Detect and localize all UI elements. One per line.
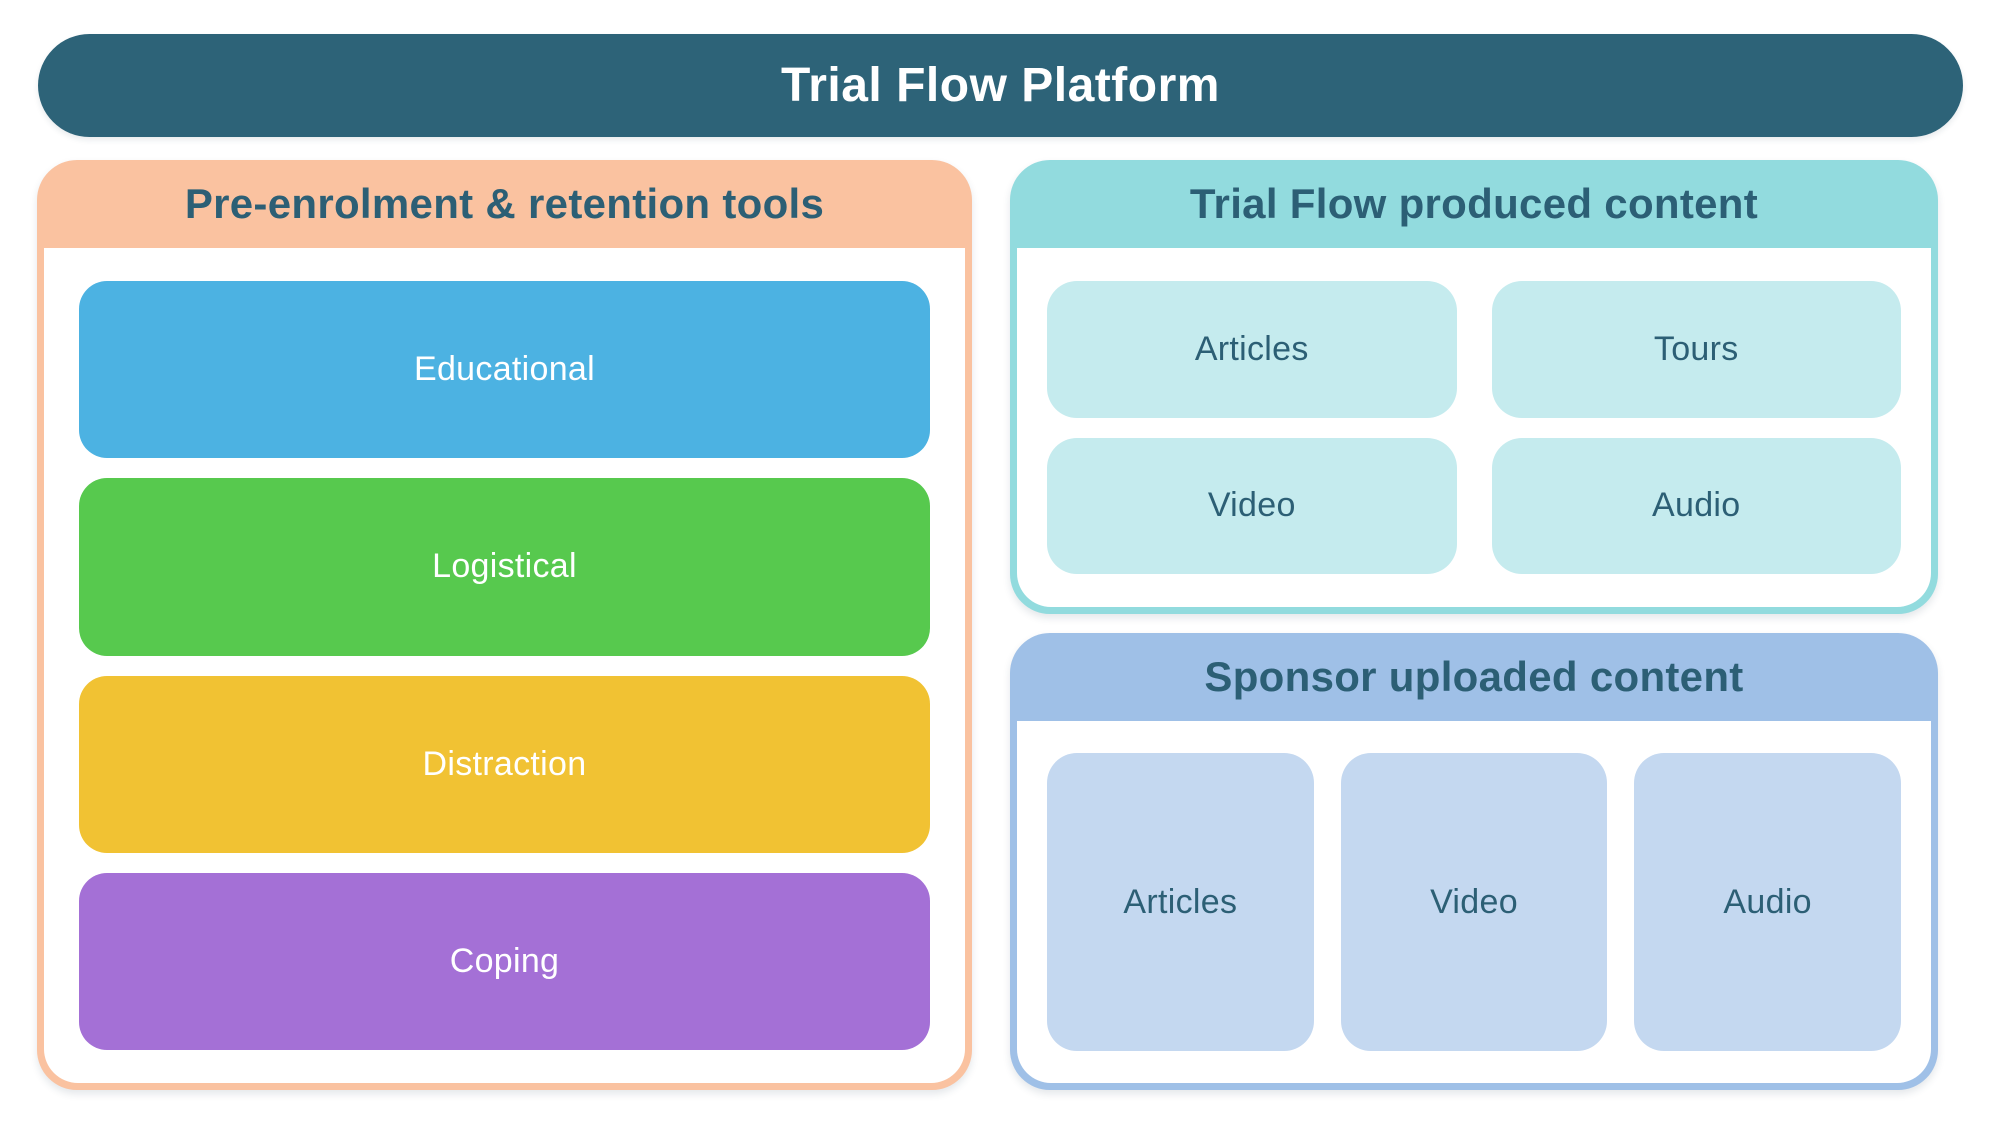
tile-sponsor-audio: Audio (1634, 753, 1901, 1051)
panel-trial-flow-content-body: Articles Tours Video Audio (1017, 248, 1931, 607)
tool-stack: Educational Logistical Distraction Copin… (44, 248, 965, 1083)
tile-label: Educational (414, 350, 595, 389)
tile-label: Audio (1723, 882, 1812, 921)
tile-tf-audio: Audio (1491, 437, 1901, 574)
panel-pre-enrolment-title: Pre-enrolment & retention tools (184, 180, 825, 227)
tile-logistical: Logistical (79, 478, 930, 656)
tile-label: Distraction (422, 744, 587, 783)
page-title: Trial Flow Platform (781, 59, 1220, 112)
panel-trial-flow-content: Trial Flow produced content Articles Tou… (1010, 160, 1938, 614)
tile-tf-tours: Tours (1491, 281, 1901, 418)
tile-sponsor-articles: Articles (1047, 753, 1314, 1051)
tile-tf-articles: Articles (1047, 281, 1457, 418)
panel-sponsor-content-title: Sponsor uploaded content (1204, 653, 1744, 700)
tile-label: Coping (449, 941, 560, 980)
tile-label: Video (1430, 882, 1518, 921)
panel-pre-enrolment-body: Educational Logistical Distraction Copin… (44, 248, 965, 1083)
panel-sponsor-content-header: Sponsor uploaded content (1010, 633, 1938, 721)
tile-distraction: Distraction (79, 675, 930, 853)
tile-coping: Coping (79, 872, 930, 1050)
panel-sponsor-content: Sponsor uploaded content Articles Video … (1010, 633, 1938, 1090)
tile-sponsor-video: Video (1340, 753, 1608, 1051)
tile-label: Articles (1123, 882, 1238, 921)
tile-label: Video (1207, 486, 1296, 525)
tile-tf-video: Video (1047, 437, 1457, 574)
panel-pre-enrolment-header: Pre-enrolment & retention tools (37, 160, 972, 248)
panel-trial-flow-content-header: Trial Flow produced content (1010, 160, 1938, 248)
header-bar: Trial Flow Platform (38, 34, 1963, 137)
panel-pre-enrolment: Pre-enrolment & retention tools Educatio… (37, 160, 972, 1090)
panel-trial-flow-content-title: Trial Flow produced content (1189, 180, 1759, 227)
tile-label: Audio (1652, 486, 1741, 525)
tile-educational: Educational (79, 281, 930, 459)
tile-label: Tours (1653, 329, 1739, 368)
panel-sponsor-content-body: Articles Video Audio (1017, 721, 1931, 1083)
tile-label: Articles (1194, 329, 1309, 368)
tile-label: Logistical (432, 547, 577, 586)
